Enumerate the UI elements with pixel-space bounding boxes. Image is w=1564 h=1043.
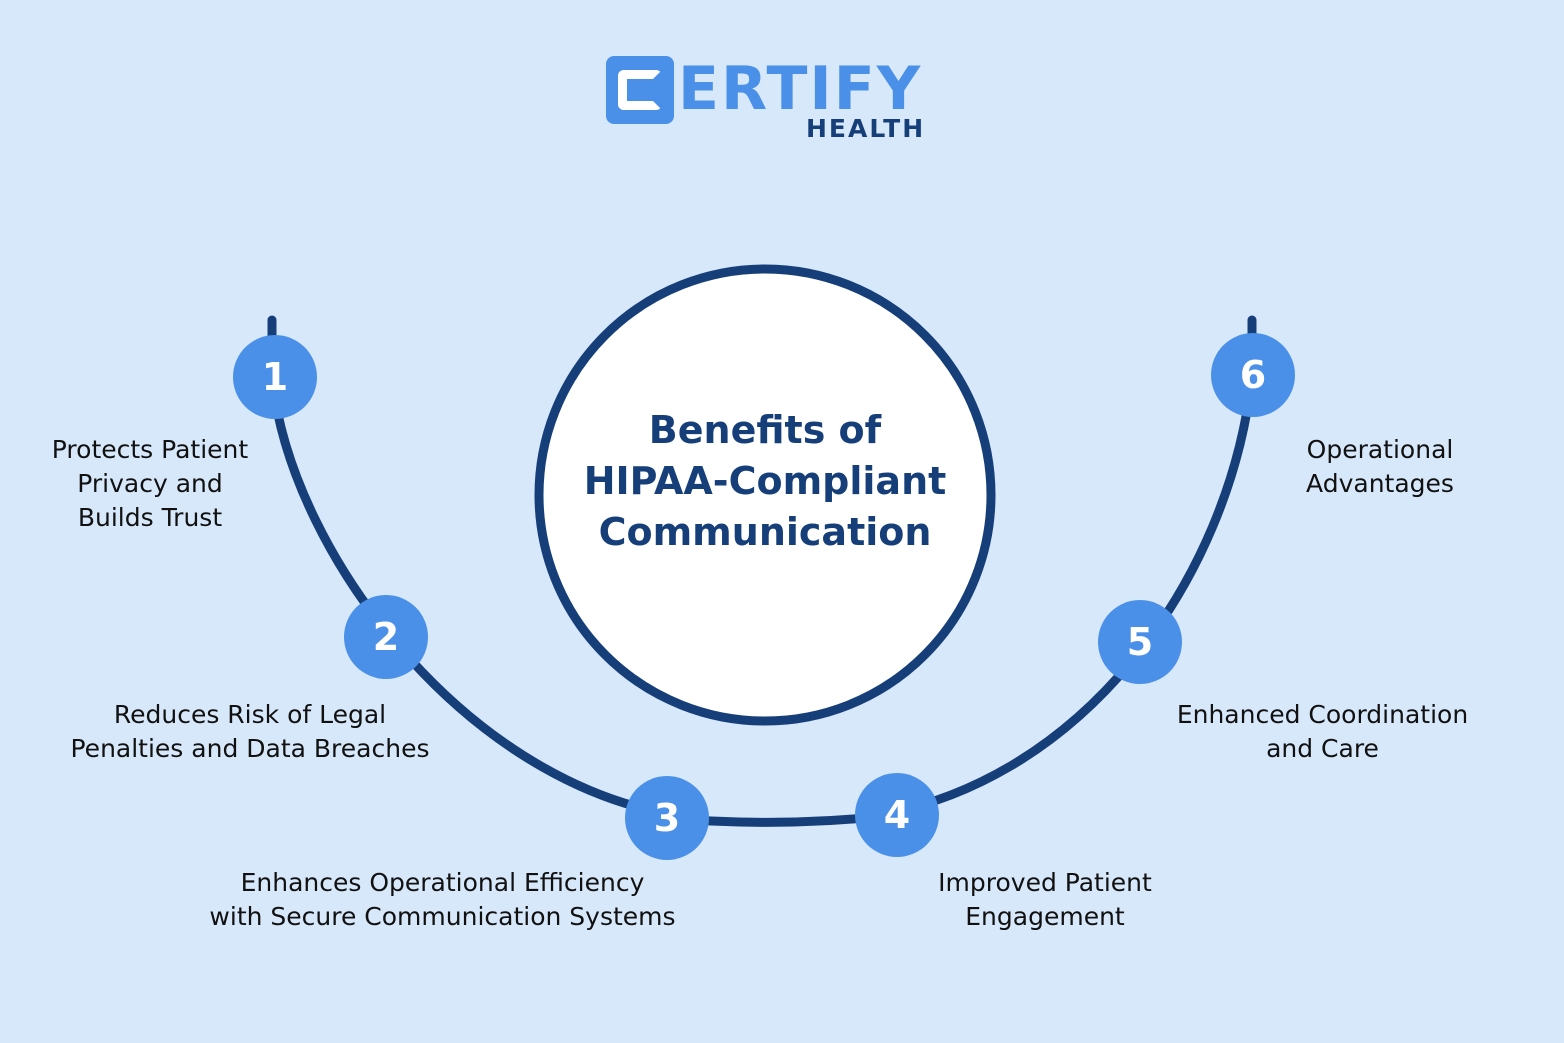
benefit-5-label: Enhanced Coordination and Care xyxy=(1130,698,1515,766)
benefit-2-line-1: Reduces Risk of Legal xyxy=(113,700,387,729)
benefit-2-line-2: Penalties and Data Breaches xyxy=(70,734,430,763)
benefit-5-line-2: and Care xyxy=(1266,734,1379,763)
center-circle xyxy=(534,264,996,726)
step-4-badge: 4 xyxy=(855,773,939,857)
certify-health-logo: ERTIFY HEALTH xyxy=(606,54,966,146)
center-title-line-1: Benefits of xyxy=(648,408,882,452)
benefit-1-line-1: Protects Patient xyxy=(51,435,249,464)
benefit-1-label: Protects Patient Privacy and Builds Trus… xyxy=(10,433,290,535)
center-title: Benefits of HIPAA-Compliant Communicatio… xyxy=(540,405,990,558)
benefit-5-line-1: Enhanced Coordination xyxy=(1176,700,1469,729)
step-5-badge: 5 xyxy=(1098,600,1182,684)
benefit-1-line-2: Privacy and xyxy=(77,469,223,498)
logo-sub-text: HEALTH xyxy=(806,114,926,143)
logo-c-icon xyxy=(606,56,674,124)
benefit-4-line-1: Improved Patient xyxy=(938,868,1152,897)
benefit-1-line-3: Builds Trust xyxy=(77,503,223,532)
benefit-4-line-2: Engagement xyxy=(965,902,1125,931)
benefit-6-line-1: Operational xyxy=(1306,435,1454,464)
benefit-3-label: Enhances Operational Efficiency with Sec… xyxy=(150,866,735,934)
benefit-6-line-2: Advantages xyxy=(1306,469,1454,498)
benefit-6-label: Operational Advantages xyxy=(1265,433,1495,501)
step-2-badge: 2 xyxy=(344,595,428,679)
step-3-badge: 3 xyxy=(625,776,709,860)
benefit-3-line-2: with Secure Communication Systems xyxy=(209,902,676,931)
benefit-4-label: Improved Patient Engagement xyxy=(890,866,1200,934)
step-6-badge: 6 xyxy=(1211,333,1295,417)
center-title-line-2: HIPAA-Compliant xyxy=(583,459,947,503)
logo-brand-text: ERTIFY xyxy=(678,54,923,124)
benefit-2-label: Reduces Risk of Legal Penalties and Data… xyxy=(20,698,480,766)
center-title-line-3: Communication xyxy=(598,510,932,554)
step-1-badge: 1 xyxy=(233,335,317,419)
benefit-3-line-1: Enhances Operational Efficiency xyxy=(240,868,645,897)
